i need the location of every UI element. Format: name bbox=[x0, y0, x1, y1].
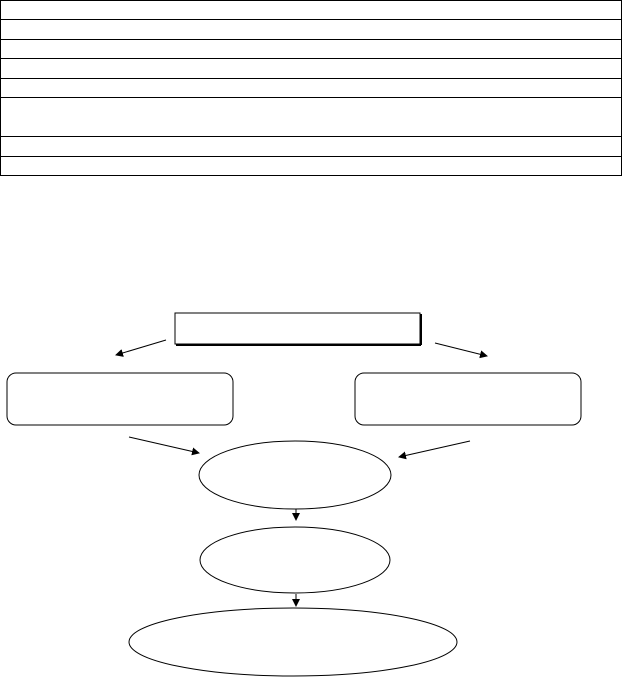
bottom-ellipse bbox=[128, 607, 458, 677]
table-row bbox=[0, 155, 622, 176]
arrow-top-to-right bbox=[434, 342, 488, 359]
lower-ellipse bbox=[199, 526, 391, 594]
blank-table bbox=[0, 0, 622, 176]
arrow-right-to-middle bbox=[398, 440, 471, 460]
right-box bbox=[354, 372, 582, 426]
middle-ellipse bbox=[198, 440, 392, 510]
top-box bbox=[174, 312, 422, 346]
table-row bbox=[0, 97, 622, 138]
left-box bbox=[6, 372, 234, 426]
table-row bbox=[0, 77, 622, 99]
table-cell bbox=[0, 155, 622, 176]
table-row bbox=[0, 136, 622, 157]
table-cell bbox=[0, 77, 622, 99]
table-cell bbox=[0, 97, 622, 138]
arrow-top-to-left bbox=[115, 339, 167, 357]
table-cell bbox=[0, 136, 622, 157]
arrow-left-to-middle bbox=[128, 436, 200, 456]
